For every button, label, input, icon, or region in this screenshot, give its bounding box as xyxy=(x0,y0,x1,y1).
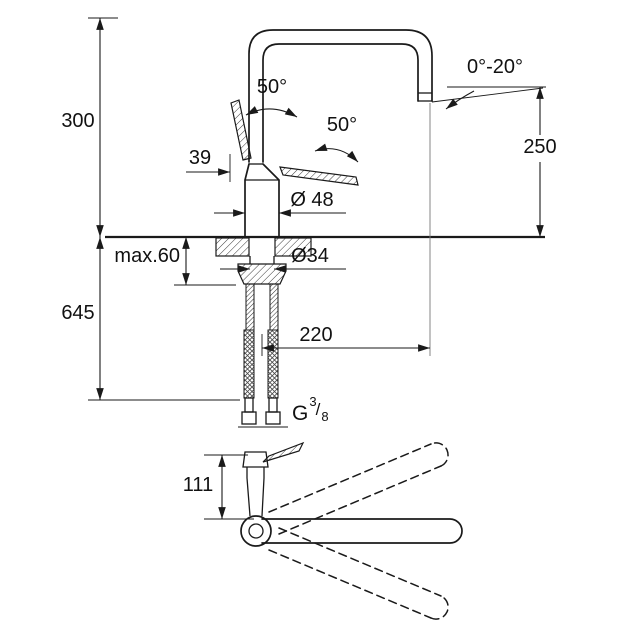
dim-label-250: 250 xyxy=(523,136,556,158)
threaded-stud-left xyxy=(245,283,255,331)
dim-label-300: 300 xyxy=(61,110,94,132)
swivel-lower-edge-2 xyxy=(278,527,442,597)
swivel-lower-edge-1 xyxy=(268,549,432,619)
hose-fitting-left xyxy=(244,397,254,413)
supply-hose-right xyxy=(267,329,279,399)
dim-spout-outlet-height: 250 xyxy=(523,87,557,237)
dim-handle-swing-upper: 50° xyxy=(245,76,298,118)
top-view xyxy=(240,441,463,620)
threaded-stud-right xyxy=(269,283,279,331)
dim-label-39: 39 xyxy=(189,147,211,169)
dim-label-thread-numerator: 3 xyxy=(309,394,316,409)
body-right-outline xyxy=(262,163,280,238)
plan-head-cap xyxy=(242,451,269,468)
dim-handle-swing-lower: 50° xyxy=(314,114,359,163)
dim-max-deck-thickness: max.60 xyxy=(114,237,236,286)
dim-thread-size: G 3 / 8 xyxy=(238,394,329,428)
hose-nut-right xyxy=(265,411,281,425)
supply-hose-left xyxy=(243,329,255,399)
mounting-nut xyxy=(237,263,287,285)
plan-base-outer-circle xyxy=(240,515,272,547)
handle-lever-forward xyxy=(279,166,359,186)
dim-label-50-lower: 50° xyxy=(327,114,357,136)
swivel-upper-edge-1 xyxy=(278,465,442,535)
dim-body-diameter: Ø 48 xyxy=(214,189,346,217)
dim-0-20-tilt-line xyxy=(431,87,544,103)
dim-handle-offset: 39 xyxy=(186,147,231,182)
dim-spout-reach: 220 xyxy=(261,324,430,356)
deck-section-right xyxy=(274,237,312,257)
dim-label-34: Ø34 xyxy=(291,245,329,267)
dim-label-max60: max.60 xyxy=(114,245,180,267)
dimensions: 300 645 max.60 39 50° 50° 0°-20° xyxy=(61,17,557,520)
dim-0-20-arc xyxy=(445,90,475,110)
dim-label-48: Ø 48 xyxy=(290,189,333,211)
plan-spout-arm-solid xyxy=(261,518,463,544)
swivel-upper-tip-arc xyxy=(430,442,449,467)
dim-label-thread-slash: / xyxy=(316,400,321,419)
plan-base-inner-circle xyxy=(248,523,264,539)
dim-label-50-upper: 50° xyxy=(257,76,287,98)
plan-head-left-outline xyxy=(246,467,251,517)
dim-50-upper-arc xyxy=(245,106,298,118)
dim-label-thread-g: G xyxy=(292,402,308,425)
dim-overall-height: 300 xyxy=(61,17,118,237)
plan-swivel-arm-lower xyxy=(268,527,449,620)
dim-label-thread-denominator: 8 xyxy=(321,409,328,424)
dim-label-645: 645 xyxy=(61,302,94,324)
spout-inner-outline xyxy=(262,43,419,163)
hose-nut-left xyxy=(241,411,257,425)
handle-lever-up xyxy=(230,99,252,161)
spout-outer-outline xyxy=(248,29,433,163)
plan-head-right-outline xyxy=(261,467,265,517)
dim-50-lower-arc xyxy=(314,143,359,163)
dim-spout-tilt-range: 0°-20° xyxy=(431,56,546,110)
dim-plan-offset: 111 xyxy=(183,454,254,520)
dim-hole-diameter: Ø34 xyxy=(220,245,346,273)
body-left-outline xyxy=(244,163,250,238)
deck-section-left xyxy=(215,237,250,257)
dim-supply-length: 645 xyxy=(61,237,240,401)
dim-label-0-20: 0°-20° xyxy=(467,56,523,78)
hose-fitting-right xyxy=(268,397,278,413)
plan-handle-lever xyxy=(262,441,305,463)
swivel-lower-tip-arc xyxy=(430,595,449,620)
dim-label-111: 111 xyxy=(183,474,213,496)
plan-swivel-arm-upper xyxy=(268,442,449,535)
front-view xyxy=(105,29,545,425)
dim-label-220: 220 xyxy=(299,324,332,346)
swivel-upper-edge-2 xyxy=(268,443,432,513)
